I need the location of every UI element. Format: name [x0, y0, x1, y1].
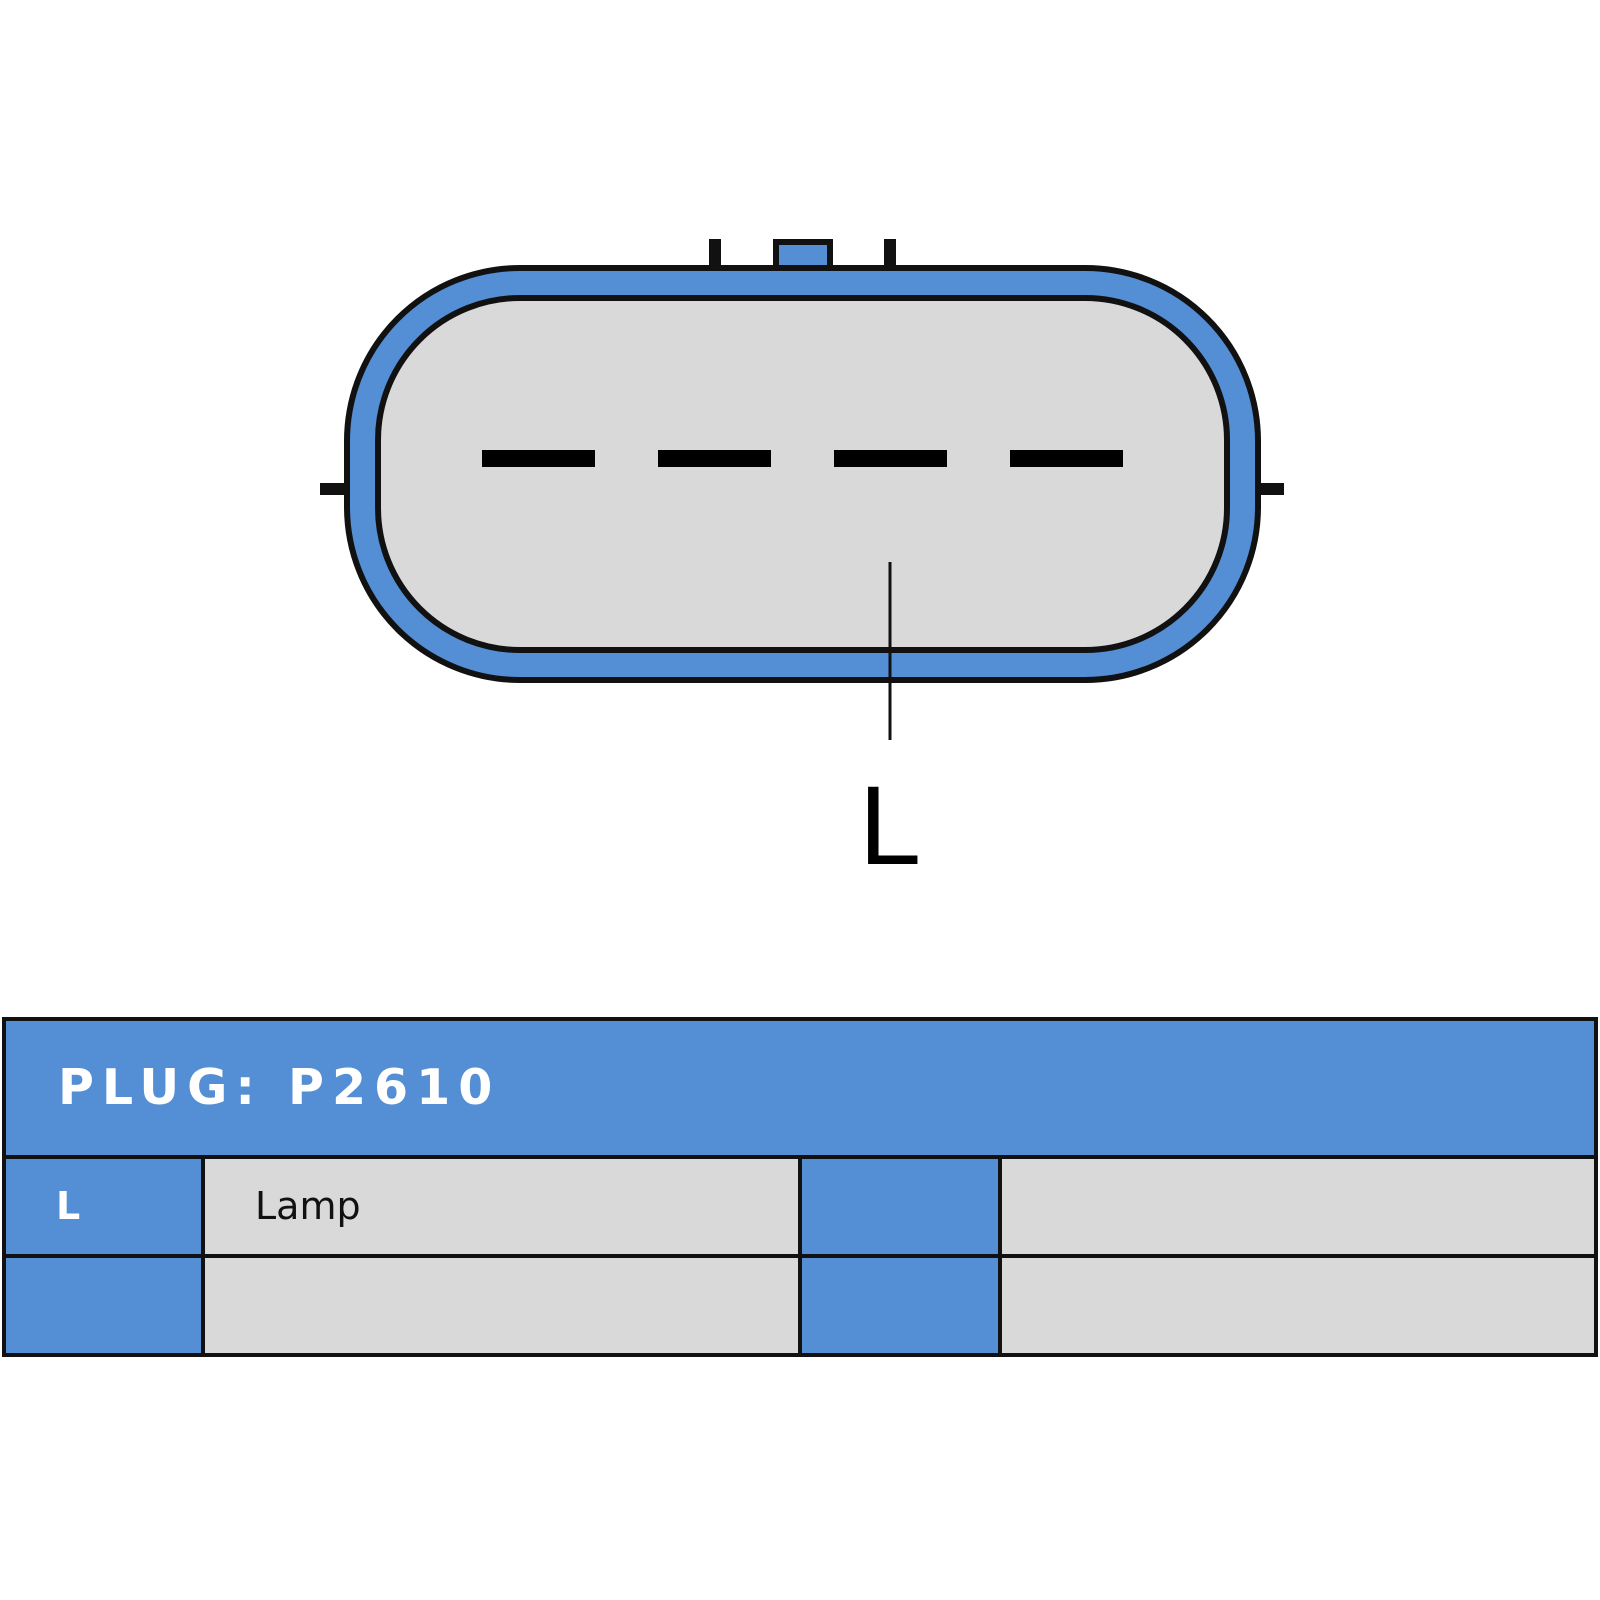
pin-table: PLUG: P2610 L Lamp — [2, 1017, 1598, 1357]
terminal-slot-4 — [1010, 450, 1123, 467]
terminal-slot-3 — [834, 450, 947, 467]
row-1-pin: L — [56, 1184, 81, 1228]
connector-diagram: L — [320, 239, 1284, 888]
terminal-slot-2 — [658, 450, 771, 467]
row-1-function: Lamp — [255, 1184, 361, 1228]
row-1-function-2-cell — [1002, 1159, 1594, 1258]
row-1-pin-cell: L — [6, 1159, 205, 1258]
row-2-function-2-cell — [1002, 1258, 1594, 1353]
top-right-post — [884, 239, 896, 269]
right-side-tab — [1254, 483, 1284, 495]
table-header: PLUG: P2610 — [6, 1021, 1594, 1159]
row-1-pin-2-cell — [802, 1159, 1002, 1258]
row-2-pin-cell — [6, 1258, 205, 1353]
row-2-function-cell — [205, 1258, 802, 1353]
row-2-pin-2-cell — [802, 1258, 1002, 1353]
terminal-slot-1 — [482, 450, 595, 467]
connector-face — [375, 295, 1230, 653]
pin-label: L — [859, 763, 921, 888]
left-side-tab — [320, 483, 350, 495]
table-title: PLUG: P2610 — [58, 1059, 501, 1116]
top-left-post — [709, 239, 721, 269]
row-1-function-cell: Lamp — [205, 1159, 802, 1258]
